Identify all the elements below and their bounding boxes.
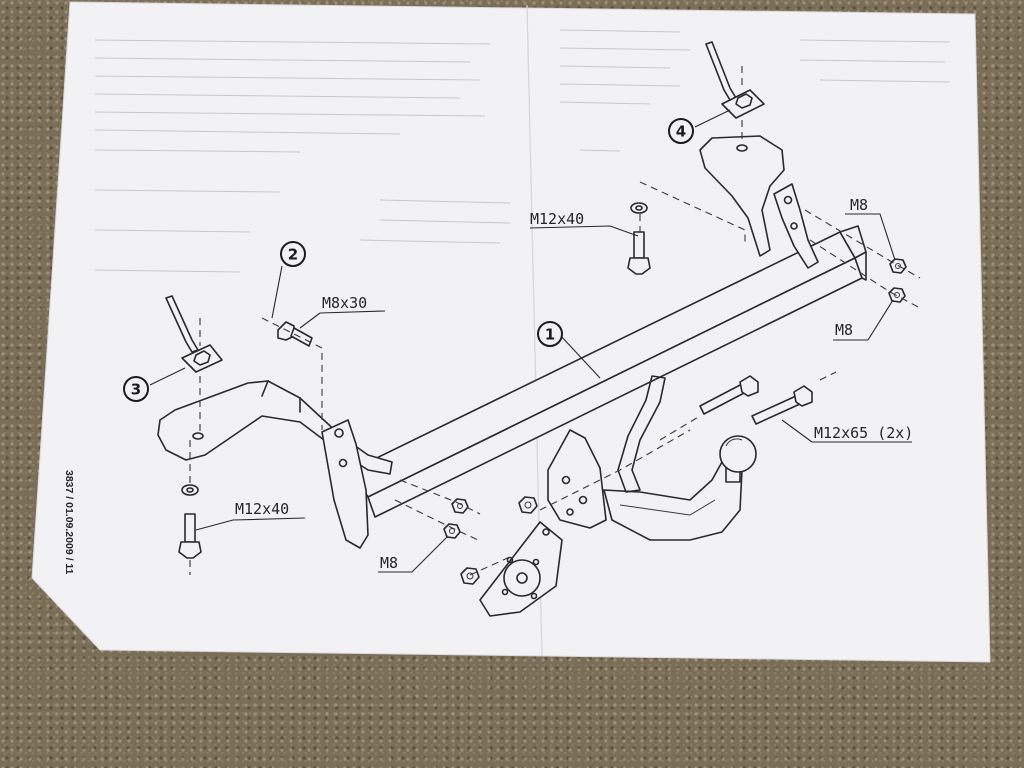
callout-3: 3	[123, 376, 149, 402]
bracket-4	[705, 41, 765, 119]
left-side-plate	[321, 419, 369, 549]
right-mounting-arm	[699, 135, 785, 257]
tow-ball-neck	[547, 375, 757, 541]
bolt-m8x30	[277, 321, 313, 347]
label-m8-right-bottom: M8	[835, 321, 853, 339]
leader-lines	[149, 109, 912, 573]
left-mounting-arm	[157, 380, 393, 475]
svg-text:2: 2	[288, 246, 298, 264]
socket-bracket-plate	[479, 521, 563, 617]
label-m8-bottom: M8	[380, 554, 398, 572]
bolt-m12x40-left	[178, 484, 202, 559]
svg-text:1: 1	[545, 326, 555, 344]
svg-text:4: 4	[676, 123, 686, 141]
callout-4: 4	[668, 118, 694, 144]
label-m8x30: M8x30	[322, 294, 367, 312]
document-code: 3837 / 01.09.2009 / 11	[63, 470, 75, 575]
svg-text:3: 3	[131, 381, 141, 399]
label-m12x40-left: M12x40	[235, 500, 289, 518]
bolt-m12x65-lower	[751, 385, 813, 425]
label-m8-right-top: M8	[850, 196, 868, 214]
tow-ball	[719, 435, 757, 473]
label-m12x65: M12x65 (2x)	[814, 424, 913, 442]
right-side-plate	[773, 183, 819, 269]
assembly-guide-lines	[189, 66, 921, 576]
bolt-m12x65-upper	[699, 375, 759, 415]
main-cross-beam	[351, 225, 867, 518]
faint-text-lines	[94, 29, 951, 273]
bracket-3	[165, 295, 223, 373]
callout-1: 1	[537, 321, 563, 347]
bolt-m12x40-top	[627, 202, 651, 275]
callout-2: 2	[280, 241, 306, 267]
label-m12x40-top: M12x40	[530, 210, 584, 228]
